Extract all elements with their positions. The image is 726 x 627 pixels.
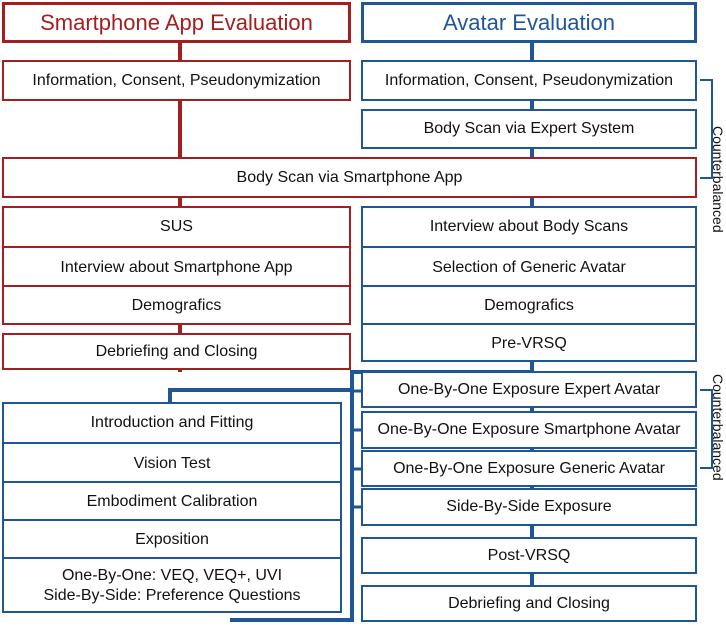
interview-smartphone-label: Interview about Smartphone App (60, 258, 293, 276)
avatar-evaluation-header: Avatar Evaluation (361, 2, 697, 43)
exposition-label: Exposition (135, 531, 209, 548)
left-demografics-label: Demografics (131, 297, 222, 314)
exposure-smartphone-box: One-By-One Exposure Smartphone Avatar (361, 411, 697, 449)
vision-test-cell: Vision Test (4, 442, 340, 483)
pre-vrsq-label: Pre-VRSQ (491, 334, 567, 352)
embodiment-calibration-label: Embodiment Calibration (86, 493, 258, 510)
post-vrsq-box: Post-VRSQ (361, 537, 697, 574)
counterbalanced-label-top: Counterbalanced (710, 126, 726, 233)
exposure-generic-label: One-By-One Exposure Generic Avatar (393, 459, 665, 477)
exposure-expert-box: One-By-One Exposure Expert Avatar (361, 371, 697, 408)
sus-label: SUS (160, 218, 193, 235)
right-demografics-cell: Demografics (363, 285, 695, 325)
exposure-expert-label: One-By-One Exposure Expert Avatar (397, 380, 661, 398)
right-demografics-label: Demografics (484, 297, 574, 314)
side-by-side-exposure-box: Side-By-Side Exposure (361, 488, 697, 526)
left-questionnaire-stack: SUS Interview about Smartphone App Demog… (2, 206, 351, 325)
right-pre-vr-stack: Interview about Body Scans Selection of … (361, 206, 697, 362)
exposition-cell: Exposition (4, 519, 340, 559)
smartphone-app-evaluation-title: Smartphone App Evaluation (40, 9, 313, 35)
measures-line-2: Side-By-Side: Preference Questions (43, 587, 301, 604)
avatar-evaluation-title: Avatar Evaluation (442, 9, 616, 35)
right-info-consent-label: Information, Consent, Pseudonymization (384, 71, 674, 89)
smartphone-body-scan-label: Body Scan via Smartphone App (236, 168, 463, 186)
interview-body-scans-cell: Interview about Body Scans (363, 208, 695, 246)
right-info-consent-box: Information, Consent, Pseudonymization (361, 60, 697, 101)
measures-line-1: One-By-One: VEQ, VEQ+, UVI (61, 567, 283, 584)
left-debriefing-box: Debriefing and Closing (2, 333, 351, 370)
generic-avatar-selection-label: Selection of Generic Avatar (432, 258, 626, 276)
intro-fitting-label: Introduction and Fitting (90, 414, 254, 431)
interview-body-scans-label: Interview about Body Scans (429, 218, 629, 235)
left-demografics-cell: Demografics (4, 285, 349, 325)
vr-connector-bottom (230, 390, 354, 622)
right-debriefing-box: Debriefing and Closing (361, 585, 697, 622)
exposure-smartphone-label: One-By-One Exposure Smartphone Avatar (377, 421, 681, 438)
side-by-side-exposure-label: Side-By-Side Exposure (446, 498, 612, 515)
counterbalanced-bracket-top (700, 79, 713, 179)
exposure-generic-box: One-By-One Exposure Generic Avatar (361, 450, 697, 487)
expert-body-scan-box: Body Scan via Expert System (361, 109, 697, 149)
left-info-consent-box: Information, Consent, Pseudonymization (2, 60, 351, 101)
measures-cell: One-By-One: VEQ, VEQ+, UVI Side-By-Side:… (4, 557, 340, 613)
vision-test-label: Vision Test (133, 454, 211, 472)
generic-avatar-selection-cell: Selection of Generic Avatar (363, 246, 695, 287)
smartphone-body-scan-box: Body Scan via Smartphone App (2, 157, 697, 198)
left-info-consent-label: Information, Consent, Pseudonymization (32, 71, 321, 89)
vr-session-stack: Introduction and Fitting Vision Test Emb… (2, 402, 342, 613)
intro-fitting-cell: Introduction and Fitting (4, 404, 340, 442)
smartphone-app-evaluation-header: Smartphone App Evaluation (2, 2, 351, 43)
post-vrsq-label: Post-VRSQ (487, 546, 571, 564)
right-debriefing-label: Debriefing and Closing (448, 594, 610, 612)
counterbalanced-label-bottom: Counterbalanced (710, 374, 726, 481)
embodiment-calibration-cell: Embodiment Calibration (4, 481, 340, 521)
left-debriefing-label: Debriefing and Closing (95, 342, 258, 360)
interview-smartphone-cell: Interview about Smartphone App (4, 246, 349, 287)
pre-vrsq-cell: Pre-VRSQ (363, 323, 695, 362)
counterbalanced-bracket-bottom (700, 389, 713, 469)
expert-body-scan-label: Body Scan via Expert System (423, 120, 635, 137)
sus-cell: SUS (4, 208, 349, 246)
